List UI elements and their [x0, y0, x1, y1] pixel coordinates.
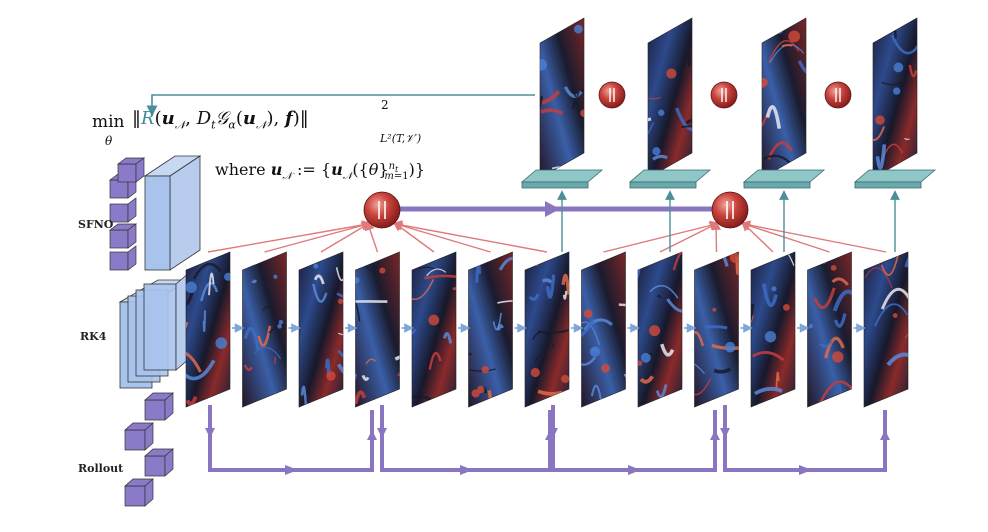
flow-frame [355, 251, 400, 408]
flow-frame [468, 251, 513, 408]
residual-arrow [711, 220, 722, 253]
projection-plate [520, 169, 604, 183]
prediction-frame [872, 17, 918, 179]
flow-frame [581, 251, 626, 408]
bottom-frames [185, 251, 909, 408]
bracket-arrowhead [628, 465, 641, 475]
bracket-arrowhead [205, 428, 215, 438]
rk4-label: RK4 [80, 330, 107, 343]
norm-ball-icon [598, 81, 626, 109]
sfno-block-icon [108, 155, 202, 271]
residual-arrow [603, 220, 720, 253]
rollout-label: Rollout [78, 462, 124, 475]
where-clause: where u𝒩 := {u𝒩({θ}ntm=1)} [215, 160, 426, 183]
residual-arrow [392, 220, 548, 253]
projection-plate-edge [521, 181, 589, 189]
min-operator: min [92, 112, 125, 132]
rollout-bracket [723, 405, 887, 472]
norm-power: 2 [381, 98, 389, 112]
loss-equation: min [92, 112, 125, 132]
norm-ball-icon [824, 81, 852, 109]
prediction-frame [647, 17, 693, 179]
sfno-label: SFNO [78, 218, 114, 231]
projection-plate [628, 169, 712, 183]
norm-ball-icon [711, 191, 749, 229]
flow-frame [524, 251, 570, 408]
feedback-arrow [146, 94, 535, 117]
residual-arrow [659, 222, 720, 253]
rk4-block-icon [118, 271, 192, 389]
where-word: where [215, 160, 266, 179]
residual-arrows [207, 220, 887, 253]
residual-arrow [392, 220, 491, 253]
bracket-arrowhead [710, 430, 720, 440]
bracket-arrowhead [548, 428, 558, 438]
residual-arrow [207, 220, 372, 253]
loss-norm: ‖R(u𝒩, Dt𝒢α(u𝒩), f)‖ [132, 108, 309, 132]
projection-plate-edge [854, 181, 922, 189]
flow-frame [807, 251, 852, 408]
bracket-arrowhead [377, 428, 387, 438]
projection-plate [742, 169, 826, 183]
prediction-frame [761, 17, 807, 179]
projection-plate [853, 169, 937, 183]
flow-frame [411, 251, 457, 408]
bracket-arrowhead [367, 430, 377, 440]
bracket-arrowhead [880, 430, 890, 440]
flow-frame [298, 251, 344, 408]
flow-frame [242, 251, 287, 408]
min-subscript: θ [105, 134, 113, 148]
rollout-bracket [208, 405, 374, 472]
rollout-bracket [551, 405, 717, 472]
projection-plate-edge [743, 181, 811, 189]
bracket-arrowhead [460, 465, 473, 475]
flow-frame [185, 251, 231, 408]
norm-ball-icon [363, 191, 401, 229]
residual-arrow [740, 221, 830, 253]
bracket-arrowhead [285, 465, 298, 475]
rollout-brackets [205, 405, 890, 475]
bracket-arrowhead [799, 465, 812, 475]
rollout-cube-icon [124, 392, 174, 507]
norm-space: L²(T,𝒱′) [380, 132, 422, 145]
residual-arrow [740, 220, 887, 253]
bracket-arrowhead [720, 428, 730, 438]
flow-frame [750, 251, 796, 408]
flow-frame [863, 251, 909, 408]
norm-ball-icon [710, 81, 738, 109]
residual-arrow [264, 220, 372, 253]
prediction-frame [539, 17, 585, 179]
rollout-bracket [380, 405, 552, 472]
projection-plate-edge [629, 181, 697, 189]
residual-arrow [320, 221, 372, 253]
residual-arrow [365, 220, 379, 253]
flow-frame [637, 251, 683, 408]
aggregate-arrow [400, 201, 712, 217]
